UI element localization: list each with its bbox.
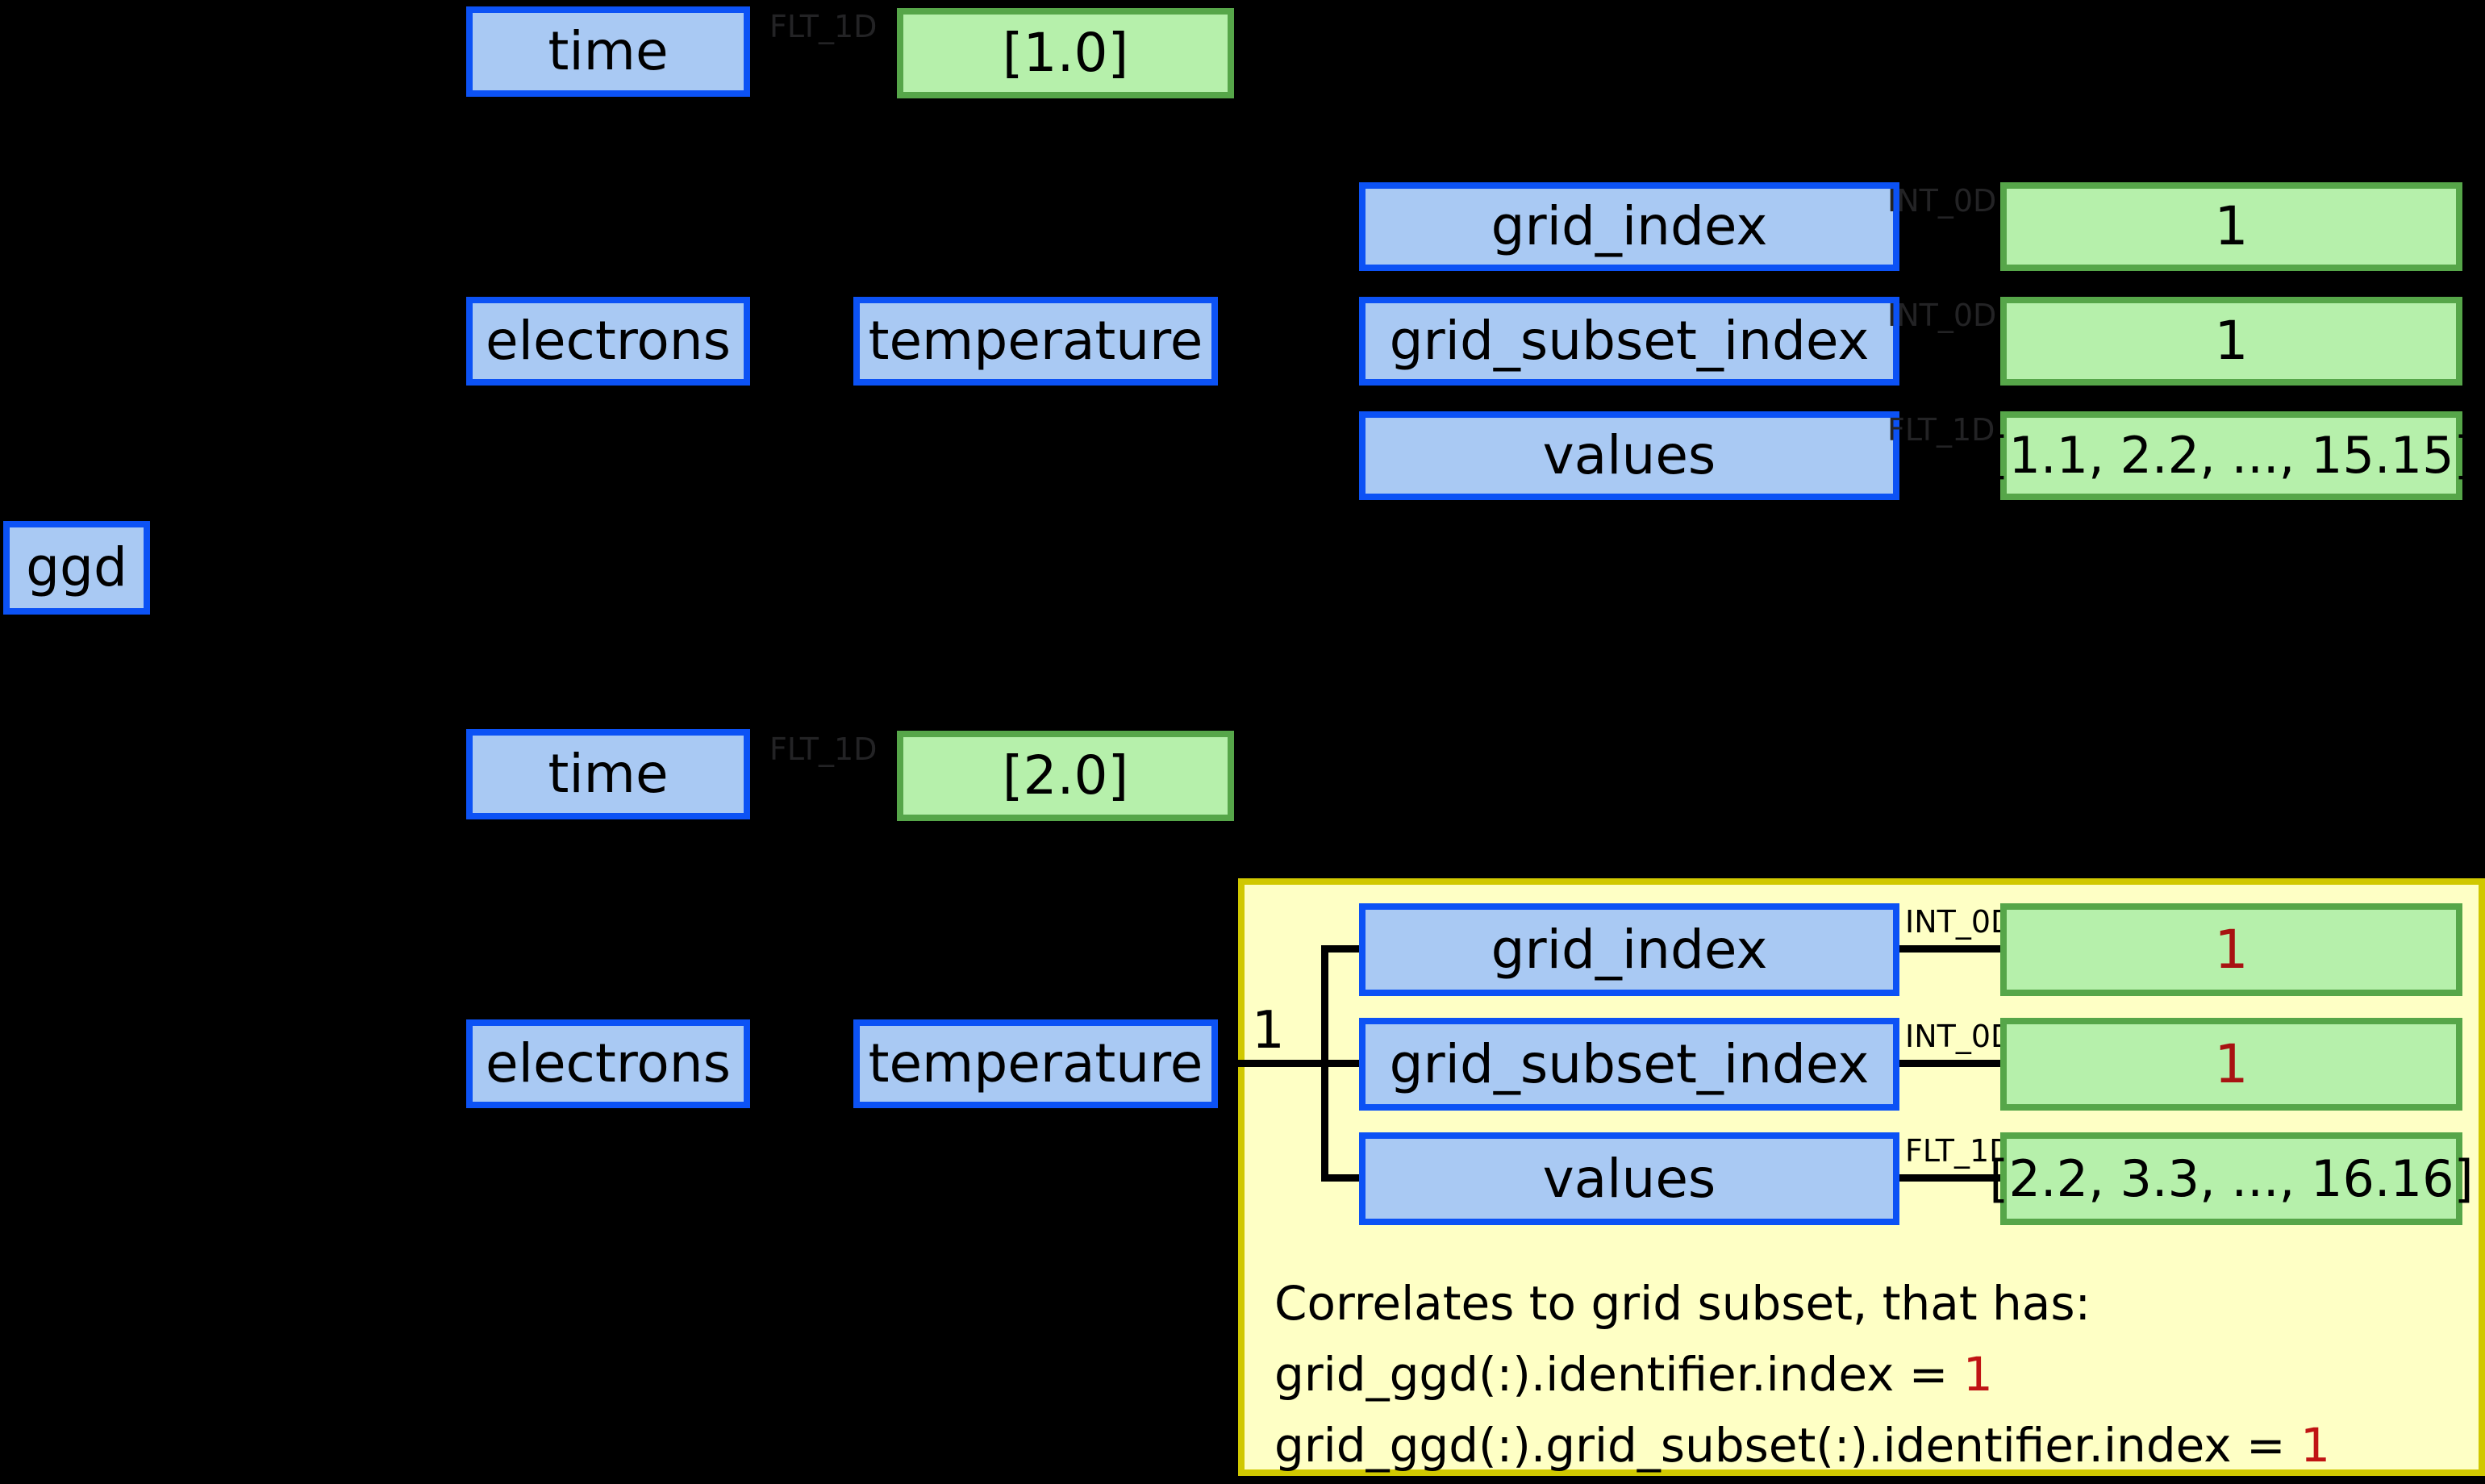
node-electrons-1: electrons — [466, 297, 750, 386]
annotation-text: Correlates to grid subset, that has: gri… — [1274, 1268, 2330, 1481]
edge-temperature-to-children — [1218, 1060, 1359, 1067]
value-grid-subset-index-1: 1 — [2000, 297, 2462, 386]
annotation-red-value-1: 1 — [1962, 1347, 1993, 1402]
node-grid-subset-index-2: grid_subset_index — [1359, 1018, 1899, 1111]
annotation-line-3: grid_ggd(:).grid_subset(:).identifier.in… — [1274, 1418, 2330, 1473]
type-label-time-2: FLT_1D — [769, 732, 878, 767]
type-label-grid-index-1: INT_0D — [1887, 183, 1997, 219]
value-grid-subset-index-2: 1 — [2000, 1018, 2462, 1111]
type-label-time-1: FLT_1D — [769, 9, 878, 44]
node-grid-index-2: grid_index — [1359, 903, 1899, 996]
value-time-1: [1.0] — [897, 8, 1234, 98]
annotation-line-2: grid_ggd(:).identifier.index = 1 — [1274, 1347, 1993, 1402]
type-label-grid-index-2: INT_0D — [1905, 904, 2015, 940]
edge-to-grid-index — [1321, 945, 1359, 953]
node-temperature-1: temperature — [853, 297, 1218, 386]
node-grid-index-1: grid_index — [1359, 182, 1899, 271]
value-time-2: [2.0] — [897, 731, 1234, 821]
node-ggd: ggd — [3, 521, 150, 615]
value-values-2: [2.2, 3.3, ..., 16.16] — [1989, 1132, 2474, 1225]
annotation-red-value-2: 1 — [2300, 1418, 2330, 1473]
edge-to-values — [1321, 1174, 1359, 1182]
edge-bracket-vertical — [1321, 945, 1328, 1182]
node-time-2: time — [466, 729, 750, 819]
edge-grid-subset-to-value — [1899, 1060, 2000, 1067]
array-index-label: 1 — [1252, 1001, 1285, 1061]
node-values-1: values — [1359, 411, 1899, 500]
type-label-values-1: FLT_1D — [1887, 412, 1995, 448]
type-label-grid-subset-index-1: INT_0D — [1887, 298, 1997, 333]
value-grid-index-2: 1 — [2000, 903, 2462, 996]
value-values-1: [1.1, 2.2, ..., 15.15] — [1989, 411, 2474, 500]
node-grid-subset-index-1: grid_subset_index — [1359, 297, 1899, 386]
annotation-line-1: Correlates to grid subset, that has: — [1274, 1276, 2091, 1331]
node-temperature-2: temperature — [853, 1019, 1218, 1108]
type-label-values-2: FLT_1D — [1905, 1133, 2013, 1169]
edge-grid-index-to-value — [1899, 945, 2000, 953]
value-grid-index-1: 1 — [2000, 182, 2462, 271]
edge-values-to-value — [1899, 1174, 2000, 1182]
node-time-1: time — [466, 6, 750, 97]
type-label-grid-subset-index-2: INT_0D — [1905, 1019, 2015, 1054]
node-electrons-2: electrons — [466, 1019, 750, 1108]
node-values-2: values — [1359, 1132, 1899, 1225]
